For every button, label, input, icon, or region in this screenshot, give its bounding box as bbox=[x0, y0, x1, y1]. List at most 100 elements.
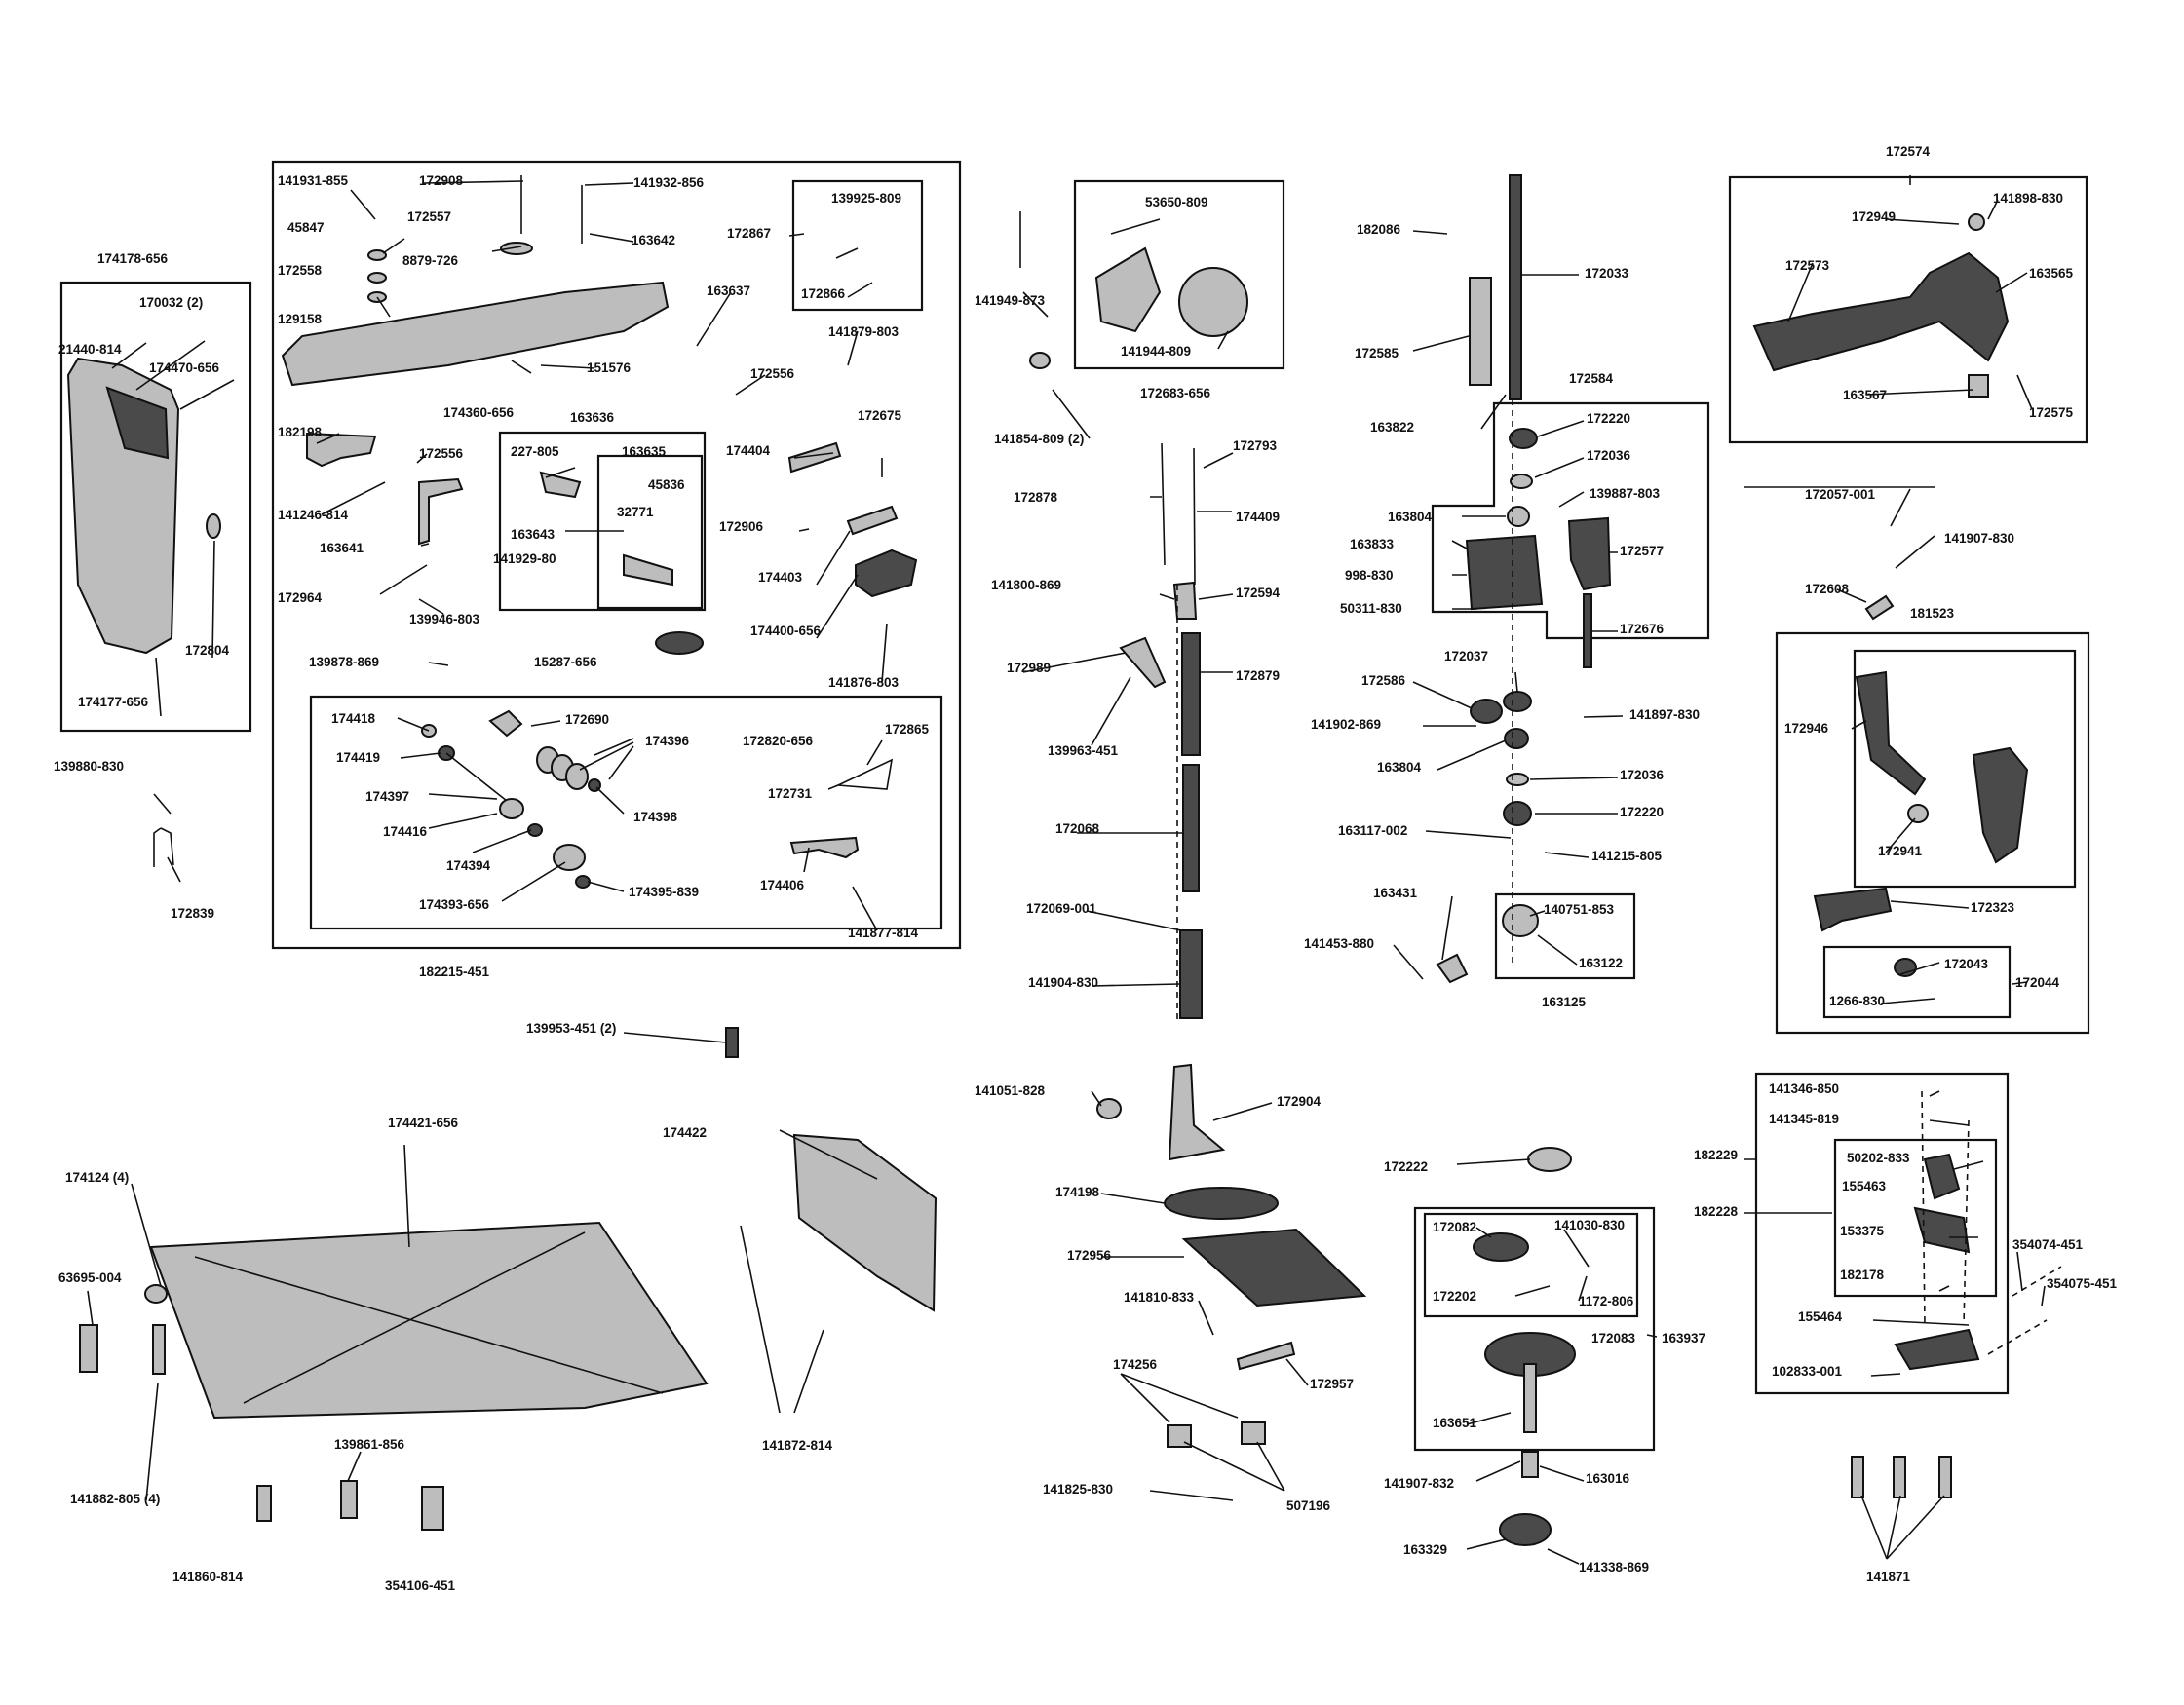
washer-45847-part bbox=[367, 249, 387, 261]
arm-172573-part bbox=[1752, 251, 2010, 372]
part-number-label: 141800-869 bbox=[991, 578, 1061, 592]
part-number-label: 53650-809 bbox=[1145, 195, 1208, 209]
part-number-label: 163565 bbox=[2029, 266, 2074, 281]
part-number-label: 174422 bbox=[663, 1125, 707, 1140]
bar-172878-part bbox=[1161, 442, 1166, 566]
part-number-label: 172956 bbox=[1067, 1248, 1112, 1263]
part-163567 bbox=[1968, 374, 1989, 398]
part-number-label: 172083 bbox=[1591, 1331, 1636, 1345]
part-number-label: 172068 bbox=[1055, 821, 1100, 836]
pin-139953-part bbox=[725, 1027, 739, 1058]
part-163804-b bbox=[1504, 728, 1529, 749]
box-172574 bbox=[1728, 175, 2088, 444]
screw-141051-part bbox=[1096, 1098, 1122, 1119]
part-number-label: 172586 bbox=[1361, 673, 1406, 688]
box-172683 bbox=[1073, 179, 1285, 370]
washer-172036-b bbox=[1506, 773, 1529, 786]
sleeve-172069-part bbox=[1179, 929, 1203, 1019]
part-number-label: 172908 bbox=[419, 173, 464, 188]
part-number-label: 182086 bbox=[1357, 222, 1401, 237]
part-163804-a bbox=[1507, 506, 1530, 527]
part-number-label: 141338-869 bbox=[1579, 1560, 1649, 1574]
washer-172036-a bbox=[1510, 474, 1533, 489]
part-number-label: 15287-656 bbox=[534, 655, 597, 669]
part-number-label: 141346-850 bbox=[1769, 1081, 1839, 1096]
part-number-label: 141904-830 bbox=[1028, 975, 1098, 990]
part-number-label: 181523 bbox=[1910, 606, 1955, 621]
spring-172879-part bbox=[1181, 632, 1201, 756]
part-number-label: 172941 bbox=[1878, 844, 1923, 858]
part-number-label: 172904 bbox=[1277, 1094, 1322, 1109]
part-number-label: 141345-819 bbox=[1769, 1112, 1839, 1126]
part-number-label: 172574 bbox=[1886, 144, 1931, 159]
block-163833-part bbox=[1465, 534, 1544, 611]
part-163122 bbox=[1502, 904, 1539, 937]
part-number-label: 141051-828 bbox=[975, 1083, 1046, 1098]
part-174394 bbox=[527, 823, 543, 837]
part-number-label: 139925-809 bbox=[831, 191, 901, 206]
box-182229 bbox=[1754, 1072, 2010, 1395]
bar-172068-part bbox=[1182, 764, 1200, 892]
part-163431 bbox=[1436, 953, 1469, 984]
part-number-label: 172879 bbox=[1236, 668, 1280, 683]
part-number-label: 141882-805 (4) bbox=[70, 1492, 160, 1506]
part-number-label: 140751-853 bbox=[1544, 902, 1615, 917]
part-number-label: 155464 bbox=[1798, 1309, 1843, 1324]
part-number-label: 172594 bbox=[1236, 586, 1281, 600]
part-number-label: 174256 bbox=[1113, 1357, 1158, 1372]
part-number-label: 174418 bbox=[331, 711, 376, 726]
screw-141871-c bbox=[1938, 1456, 1952, 1498]
part-number-label: 172222 bbox=[1384, 1159, 1428, 1174]
top-cover-part bbox=[281, 281, 670, 387]
part-number-label: 163125 bbox=[1542, 995, 1587, 1009]
part-number-label: 174470-656 bbox=[149, 360, 220, 375]
part-number-label: 172867 bbox=[727, 226, 771, 241]
part-number-label: 172573 bbox=[1785, 258, 1830, 273]
part-number-label: 141871 bbox=[1866, 1570, 1911, 1584]
part-number-label: 163804 bbox=[1377, 760, 1422, 775]
part-number-label: 141215-805 bbox=[1591, 849, 1663, 863]
box-174178 bbox=[59, 281, 252, 733]
part-number-label: 141944-809 bbox=[1121, 344, 1191, 359]
part-number-label: 174124 (4) bbox=[65, 1170, 129, 1185]
part-number-label: 163016 bbox=[1586, 1471, 1630, 1486]
screw-141854-part bbox=[1029, 352, 1051, 369]
plate-172956-part bbox=[1181, 1228, 1367, 1307]
part-number-label: 172577 bbox=[1620, 544, 1664, 558]
box-172044 bbox=[1822, 945, 2012, 1019]
part-number-label: 163635 bbox=[622, 444, 667, 459]
part-172941 bbox=[1907, 804, 1929, 823]
part-number-label: 174396 bbox=[645, 734, 690, 748]
gear-174416-part bbox=[499, 798, 524, 819]
part-number-label: 172057-001 bbox=[1805, 487, 1876, 502]
part-number-label: 141898-830 bbox=[1993, 191, 2063, 206]
part-102833 bbox=[1894, 1328, 1980, 1371]
wheel-141944-part bbox=[1178, 267, 1248, 337]
part-number-label: 174400-656 bbox=[750, 624, 822, 638]
part-number-label: 102833-001 bbox=[1772, 1364, 1843, 1379]
collar-172220-b bbox=[1503, 801, 1532, 826]
bushing-174256-a bbox=[1167, 1424, 1192, 1448]
screw-139861-part bbox=[340, 1480, 358, 1519]
part-number-label: 172906 bbox=[719, 519, 764, 534]
needle-174409-part bbox=[1193, 447, 1196, 586]
part-174395 bbox=[575, 875, 591, 889]
part-163016 bbox=[1521, 1451, 1539, 1478]
part-153375 bbox=[1913, 1206, 1971, 1254]
part-number-label: 163122 bbox=[1579, 956, 1623, 970]
part-number-label: 172989 bbox=[1007, 661, 1051, 675]
part-number-label: 174360-656 bbox=[443, 405, 515, 420]
clamp-172594-part bbox=[1172, 581, 1198, 620]
part-number-label: 182229 bbox=[1694, 1148, 1738, 1162]
shaft-174397-part bbox=[445, 752, 508, 802]
part-number-label: 174177-656 bbox=[78, 695, 149, 709]
part-number-label: 172878 bbox=[1014, 490, 1058, 505]
part-number-label: 174398 bbox=[633, 810, 678, 824]
cap-174124-part bbox=[144, 1284, 168, 1304]
part-number-label: 141932-856 bbox=[633, 175, 705, 190]
shaft-172033-part bbox=[1509, 174, 1522, 400]
box-172946 bbox=[1853, 649, 2077, 889]
part-number-label: 163804 bbox=[1388, 510, 1433, 524]
part-number-label: 172036 bbox=[1620, 768, 1665, 782]
